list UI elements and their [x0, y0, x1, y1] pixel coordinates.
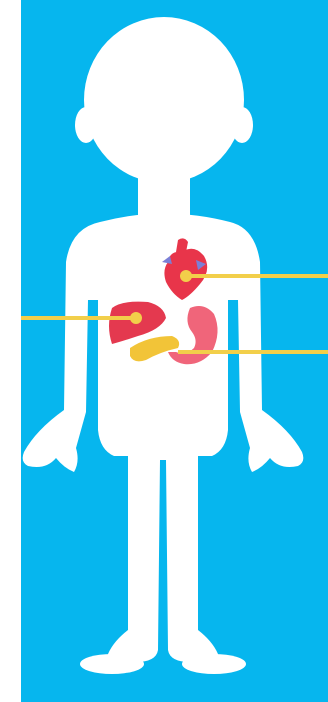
- liver-marker: [130, 312, 142, 324]
- heart-marker: [180, 270, 192, 282]
- right-ear: [231, 107, 253, 143]
- left-foot: [80, 654, 144, 674]
- torso: [23, 214, 304, 663]
- head: [84, 17, 244, 183]
- right-foot: [182, 654, 246, 674]
- left-ear: [75, 107, 97, 143]
